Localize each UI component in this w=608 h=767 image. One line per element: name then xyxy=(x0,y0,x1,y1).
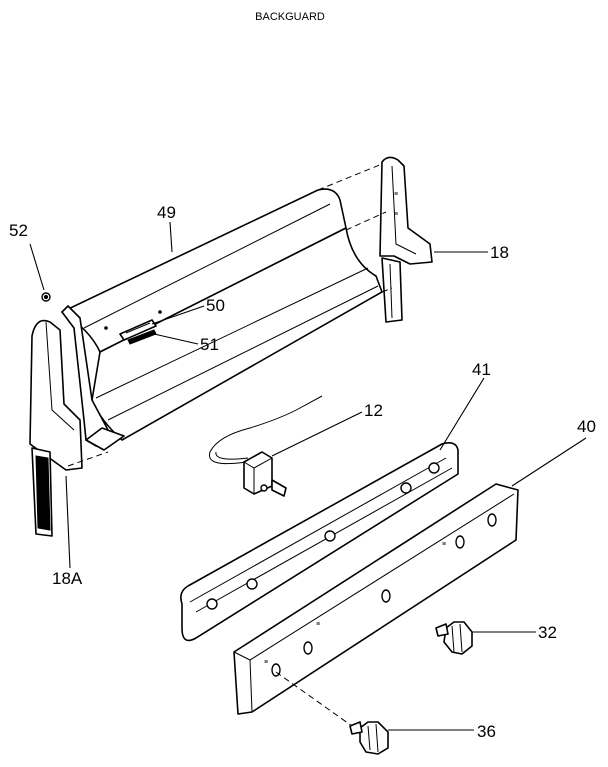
callout-51: 51 xyxy=(200,335,219,354)
assembly-lines xyxy=(67,163,393,467)
svg-text:≡: ≡ xyxy=(394,191,398,198)
switch-12 xyxy=(208,395,323,497)
svg-text:≡: ≡ xyxy=(316,621,320,628)
callout-12: 12 xyxy=(364,401,383,420)
clip-50 xyxy=(119,319,157,341)
callout-40: 40 xyxy=(577,417,596,436)
knob-36-assembly-line xyxy=(275,671,353,727)
callout-41: 41 xyxy=(472,360,491,379)
callout-32: 32 xyxy=(538,623,557,642)
callout-36: 36 xyxy=(477,722,496,741)
end-cap-left-18a xyxy=(29,319,83,537)
callout-50: 50 xyxy=(206,296,225,315)
end-cap-right-18: ≡ ≡ xyxy=(379,156,433,323)
svg-text:≡: ≡ xyxy=(442,541,446,548)
svg-text:≡: ≡ xyxy=(264,659,268,666)
leader-lines xyxy=(29,221,587,731)
control-panel-40: ≡ ≡ ≡ xyxy=(233,483,519,715)
screw-52 xyxy=(41,292,51,302)
callout-52: 52 xyxy=(9,221,28,240)
backguard-panel xyxy=(61,188,383,451)
knob-32 xyxy=(435,621,473,655)
bracket-41 xyxy=(180,442,459,642)
svg-text:≡: ≡ xyxy=(394,211,398,218)
knob-36 xyxy=(349,721,389,755)
diagram-title: BACKGUARD xyxy=(255,11,325,23)
callout-18a: 18A xyxy=(52,569,83,588)
callout-18: 18 xyxy=(490,243,509,262)
callout-49: 49 xyxy=(157,203,176,222)
